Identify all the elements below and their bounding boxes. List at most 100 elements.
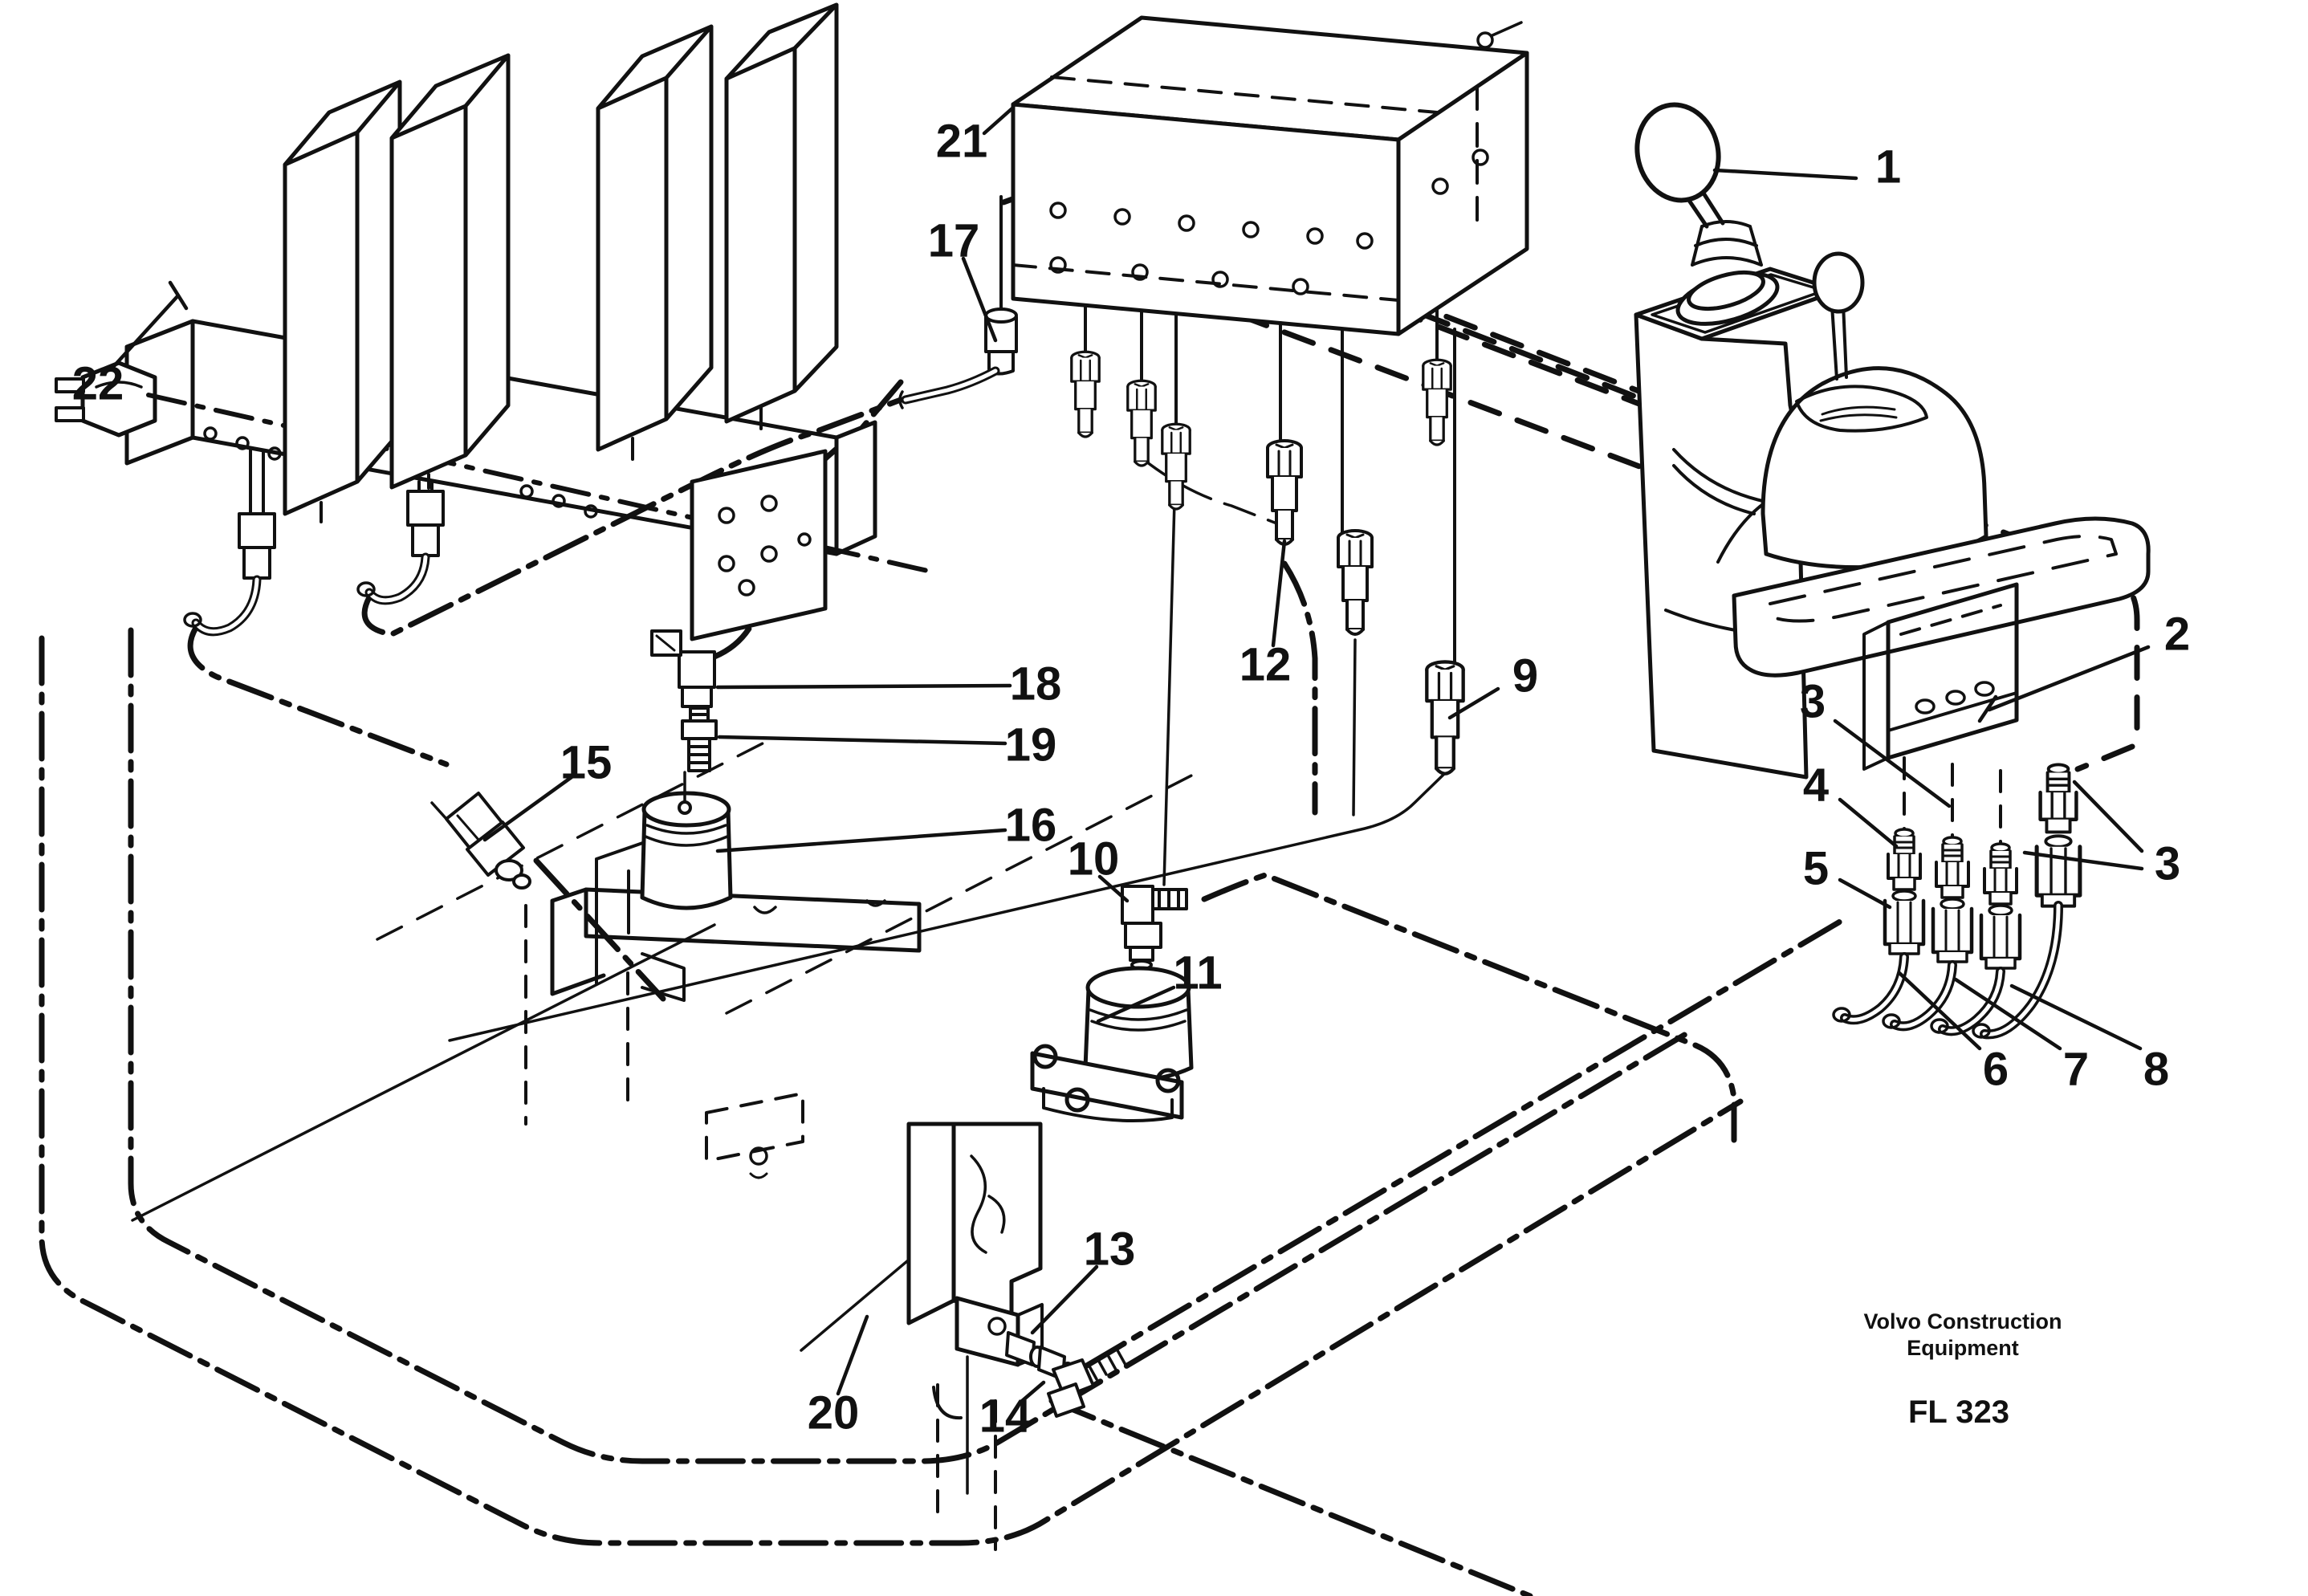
callout-5: 5 [1803, 843, 1829, 895]
fitting-19 [681, 700, 718, 772]
solenoid-slabs [283, 2, 839, 516]
callout-leader-11 [1096, 985, 1176, 1024]
callout-15: 15 [560, 737, 613, 789]
valve-16-dome [640, 771, 733, 910]
valve-11-station [906, 885, 1194, 1495]
callout-21: 21 [936, 116, 988, 168]
joystick-boot [1675, 220, 1780, 326]
callout-leader-3 [2022, 850, 2144, 871]
mounting-bracket-2 [1862, 582, 2019, 771]
valve-manifold-22 [55, 2, 934, 641]
callout-18: 18 [1010, 658, 1062, 710]
plate-edge-dash2 [376, 741, 766, 941]
hose-routing-lines [39, 379, 1843, 1596]
callout-leader-10 [1097, 874, 1130, 903]
hanging-fittings [1072, 352, 1463, 774]
callout-6: 6 [1983, 1044, 2009, 1096]
fitting-12 [1268, 441, 1301, 544]
hose-run-13-down [1048, 1398, 1533, 1596]
fitting-18 [650, 629, 716, 708]
callout-leader-8 [2009, 983, 2143, 1051]
callout-leader-9 [1447, 686, 1500, 720]
callout-leader-19 [717, 735, 1007, 746]
hose-run-left-outer [39, 635, 1744, 1546]
callout-leader-16 [715, 828, 1007, 853]
junction-box-21 [1011, 15, 1529, 663]
callout-1: 1 [1875, 141, 1901, 193]
valve-11-flange [1030, 1044, 1184, 1122]
pipe-fc-down [1162, 499, 1176, 886]
callout-leader-18 [715, 683, 1012, 690]
manifold-center-dash [146, 393, 934, 574]
hose-run-14-up [1082, 918, 1843, 1370]
callout-leader-15 [482, 775, 574, 842]
callout-8: 8 [2143, 1044, 2169, 1096]
brand-line1: Volvo Construction [1864, 1309, 2062, 1333]
callout-leader-22 [168, 280, 189, 311]
callout-9: 9 [1512, 650, 1538, 702]
callout-leader-17 [961, 256, 998, 343]
panel-edges [131, 458, 1445, 1352]
hose-12-curve [1142, 458, 1284, 527]
joystick-console [1634, 102, 2151, 1040]
callout-22: 22 [72, 358, 124, 410]
callout-leader-7 [1953, 977, 2062, 1051]
hose-run-12-tail [1281, 560, 1318, 816]
callout-14: 14 [979, 1390, 1032, 1443]
mounting-bracket-16 [550, 838, 922, 1002]
manifold-hose-left [183, 446, 276, 637]
callout-leader-6 [1897, 971, 1982, 1051]
figure-code: FL 323 [1908, 1394, 2009, 1430]
secondary-knob [1812, 251, 1865, 314]
callout-10: 10 [1068, 833, 1120, 886]
console-fittings [1885, 764, 2080, 968]
callout-3: 3 [2155, 838, 2180, 890]
callout-leader-2 [1977, 694, 1998, 723]
manifold-hose-right [356, 480, 445, 605]
callout-leader-13 [1030, 1264, 1099, 1335]
manifold-rail-end-right [834, 420, 877, 556]
box-pipes [1084, 303, 1456, 663]
callout-leader-21 [982, 105, 1016, 136]
pressure-valve-16-station [430, 629, 922, 1002]
elbow-15 [430, 792, 531, 890]
fitting-14 [1047, 1349, 1127, 1418]
callout-3: 3 [1800, 676, 1826, 728]
callout-16: 16 [1005, 800, 1057, 852]
plate-edge-left [131, 923, 716, 1222]
callout-leader-3 [1833, 719, 1952, 808]
callout-leader-22 [112, 293, 181, 368]
callout-4: 4 [1803, 759, 1829, 812]
hose-run-10 [1201, 872, 1737, 1143]
fitting-9 [1427, 662, 1463, 773]
callout-leader-2 [1987, 645, 2151, 712]
armrest-tray [1732, 516, 2151, 678]
callout-20: 20 [808, 1387, 860, 1439]
hose-run-15-a [187, 625, 450, 767]
brand-line2: Equipment [1907, 1336, 2019, 1360]
callout-19: 19 [1005, 719, 1057, 772]
callout-13: 13 [1084, 1223, 1136, 1276]
callout-7: 7 [2063, 1044, 2089, 1096]
rail-port-holes [203, 426, 812, 547]
elbow-17 [898, 195, 1018, 409]
hose-run-15-b [533, 857, 666, 1002]
joystick-lever [1634, 102, 1725, 229]
plate-edge-long [448, 773, 1445, 1042]
callout-leader-4 [1838, 797, 1899, 849]
callout-leader-1 [1712, 168, 1858, 181]
box-bolt-holes [1049, 149, 1489, 295]
callout-11: 11 [1173, 947, 1222, 1000]
joystick-knob [1634, 102, 1721, 203]
callout-12: 12 [1239, 639, 1292, 691]
callout-leader-5 [1838, 877, 1892, 910]
callout-leader-12 [1271, 539, 1287, 648]
callout-leader-20 [836, 1314, 869, 1396]
pipe-12-tail [1352, 638, 1357, 816]
plate-holes [718, 495, 778, 596]
callout-leader-14 [1019, 1380, 1046, 1404]
callout-17: 17 [928, 215, 980, 267]
